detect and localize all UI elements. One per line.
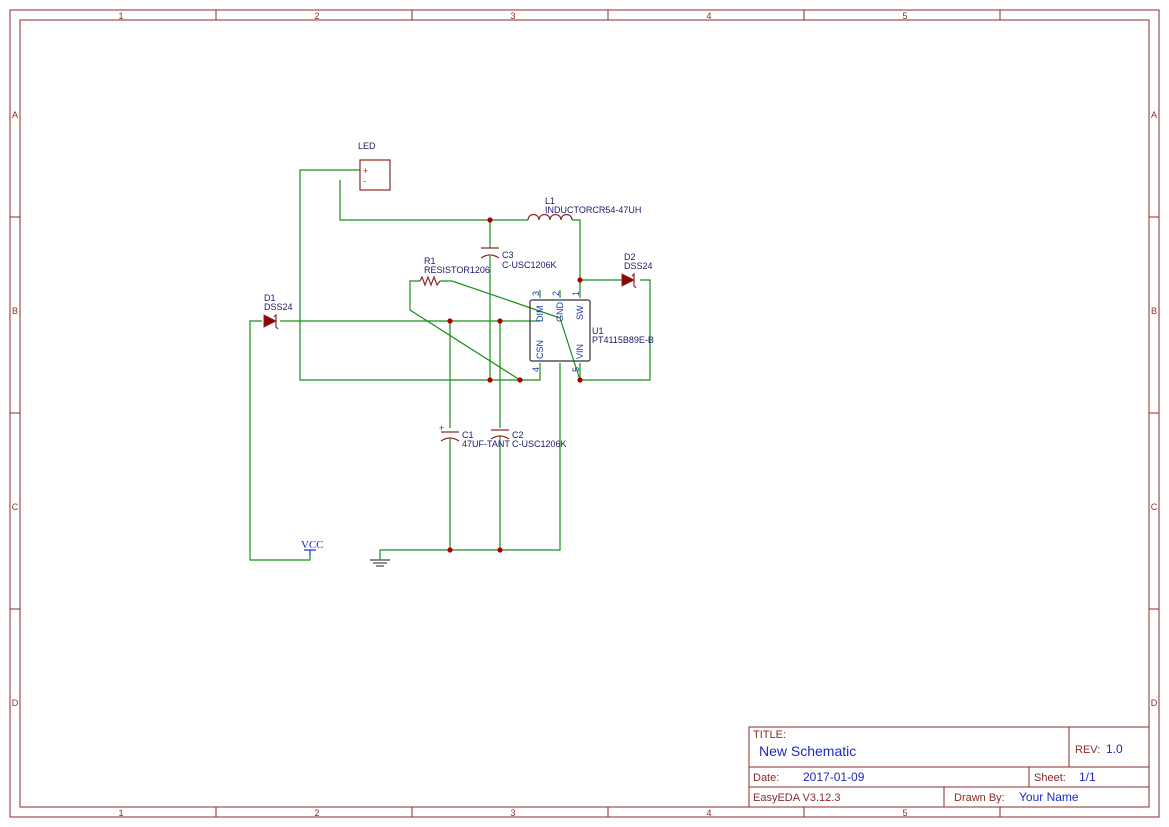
c3-ref: C3: [502, 250, 514, 260]
column-dividers: [10, 10, 1159, 817]
resistor-r1[interactable]: R1 RESISTOR1206: [419, 256, 490, 287]
c3-value: C-USC1206K: [502, 260, 557, 270]
inductor-l1[interactable]: L1 INDUCTORCR54-47UH: [527, 196, 641, 221]
c2-ref: C2: [512, 430, 524, 440]
d2-value: DSS24: [624, 261, 653, 271]
row-label-right: A: [1151, 110, 1157, 120]
led-ref: LED: [358, 141, 376, 151]
row-label-left: C: [12, 502, 19, 512]
u1-pin-name: SW: [575, 305, 585, 320]
u1-pin-name: CSN: [535, 340, 545, 359]
u1-value: PT4115B89E-B: [592, 335, 654, 345]
led-component[interactable]: LED + -: [358, 141, 391, 191]
inner-frame: [19, 19, 1150, 808]
u1-pin-name: GND: [555, 302, 565, 323]
c1-plus-mark: +: [439, 423, 444, 433]
l1-ref: L1: [545, 196, 555, 206]
row-label-left: A: [12, 110, 18, 120]
c1-plate-curved: [440, 437, 460, 442]
column-label-top: 1: [118, 11, 123, 21]
u1-ref: U1: [592, 326, 604, 336]
capacitor-c3[interactable]: C3 C-USC1206K: [480, 247, 557, 270]
led-minus-mark: -: [363, 176, 366, 186]
d1-ref: D1: [264, 293, 276, 303]
row-label-left: D: [12, 698, 19, 708]
diode-d2[interactable]: D2 DSS24: [621, 252, 653, 289]
led-body: [359, 159, 391, 191]
ic-u1[interactable]: U1 PT4115B89E-B 3 DIM 2 GND 1 SW 4 CSN 5…: [529, 291, 654, 372]
row-label-right: B: [1151, 306, 1157, 316]
u1-pin-number: 1: [571, 291, 581, 296]
u1-pin-number: 4: [531, 367, 541, 372]
column-label-top: 4: [706, 11, 711, 21]
diode-d1[interactable]: D1 DSS24: [263, 293, 293, 330]
drawn-by-label: Drawn By:: [954, 792, 1005, 804]
date-value: 2017-01-09: [803, 770, 865, 784]
row-label-right: D: [1151, 698, 1158, 708]
capacitor-c2[interactable]: C2 C-USC1206K: [490, 429, 567, 449]
c2-plate-curved: [490, 435, 510, 440]
column-label-bottom: 2: [314, 808, 319, 818]
c1-value: 47UF-TANT: [462, 439, 510, 449]
resistor-zigzag: [419, 275, 441, 287]
d2-bar: [631, 272, 637, 289]
u1-pin-number: 3: [531, 291, 541, 296]
l1-value: INDUCTORCR54-47UH: [545, 205, 641, 215]
u1-pin-number: 2: [551, 291, 561, 296]
d2-triangle: [621, 273, 636, 287]
capacitor-c1[interactable]: + C1 47UF-TANT: [439, 423, 510, 449]
row-label-left: B: [12, 306, 18, 316]
column-label-bottom: 4: [706, 808, 711, 818]
outer-frame: [9, 9, 1160, 818]
r1-ref: R1: [424, 256, 436, 266]
rev-label: REV:: [1075, 744, 1100, 756]
row-label-right: C: [1151, 502, 1158, 512]
c1-ref: C1: [462, 430, 474, 440]
rev-value: 1.0: [1106, 742, 1123, 756]
schematic-title: New Schematic: [759, 743, 856, 759]
d1-value: DSS24: [264, 302, 293, 312]
u1-pin-name: VIN: [575, 344, 585, 359]
column-label-top: 3: [510, 11, 515, 21]
junctions: [447, 217, 583, 553]
drawn-by-value: Your Name: [1019, 790, 1079, 804]
vcc-label: VCC: [301, 539, 324, 551]
software-version: EasyEDA V3.12.3: [753, 792, 840, 804]
sheet-value: 1/1: [1079, 770, 1096, 784]
d1-triangle: [263, 314, 278, 328]
c3-plate-curved: [480, 254, 500, 259]
column-label-bottom: 5: [902, 808, 907, 818]
date-label: Date:: [753, 772, 779, 784]
title-block: TITLE: New Schematic REV: 1.0 Date: 2017…: [748, 726, 1150, 808]
column-label-top: 2: [314, 11, 319, 21]
column-label-bottom: 3: [510, 808, 515, 818]
c2-value: C-USC1206K: [512, 439, 567, 449]
u1-pin-number: 5: [571, 367, 581, 372]
d2-ref: D2: [624, 252, 636, 262]
column-label-bottom: 1: [118, 808, 123, 818]
u1-pin-name: DIM: [535, 306, 545, 323]
inductor-coil: [527, 213, 573, 221]
r1-value: RESISTOR1206: [424, 265, 490, 275]
ground-symbol[interactable]: [370, 556, 390, 567]
title-label: TITLE:: [753, 729, 786, 741]
wires: [249, 169, 651, 561]
column-label-top: 5: [902, 11, 907, 21]
d1-bar: [273, 313, 279, 330]
sheet-label: Sheet:: [1034, 772, 1066, 784]
led-plus-mark: +: [363, 166, 368, 176]
u1-body: [529, 299, 591, 362]
vcc-symbol[interactable]: VCC: [301, 539, 324, 555]
